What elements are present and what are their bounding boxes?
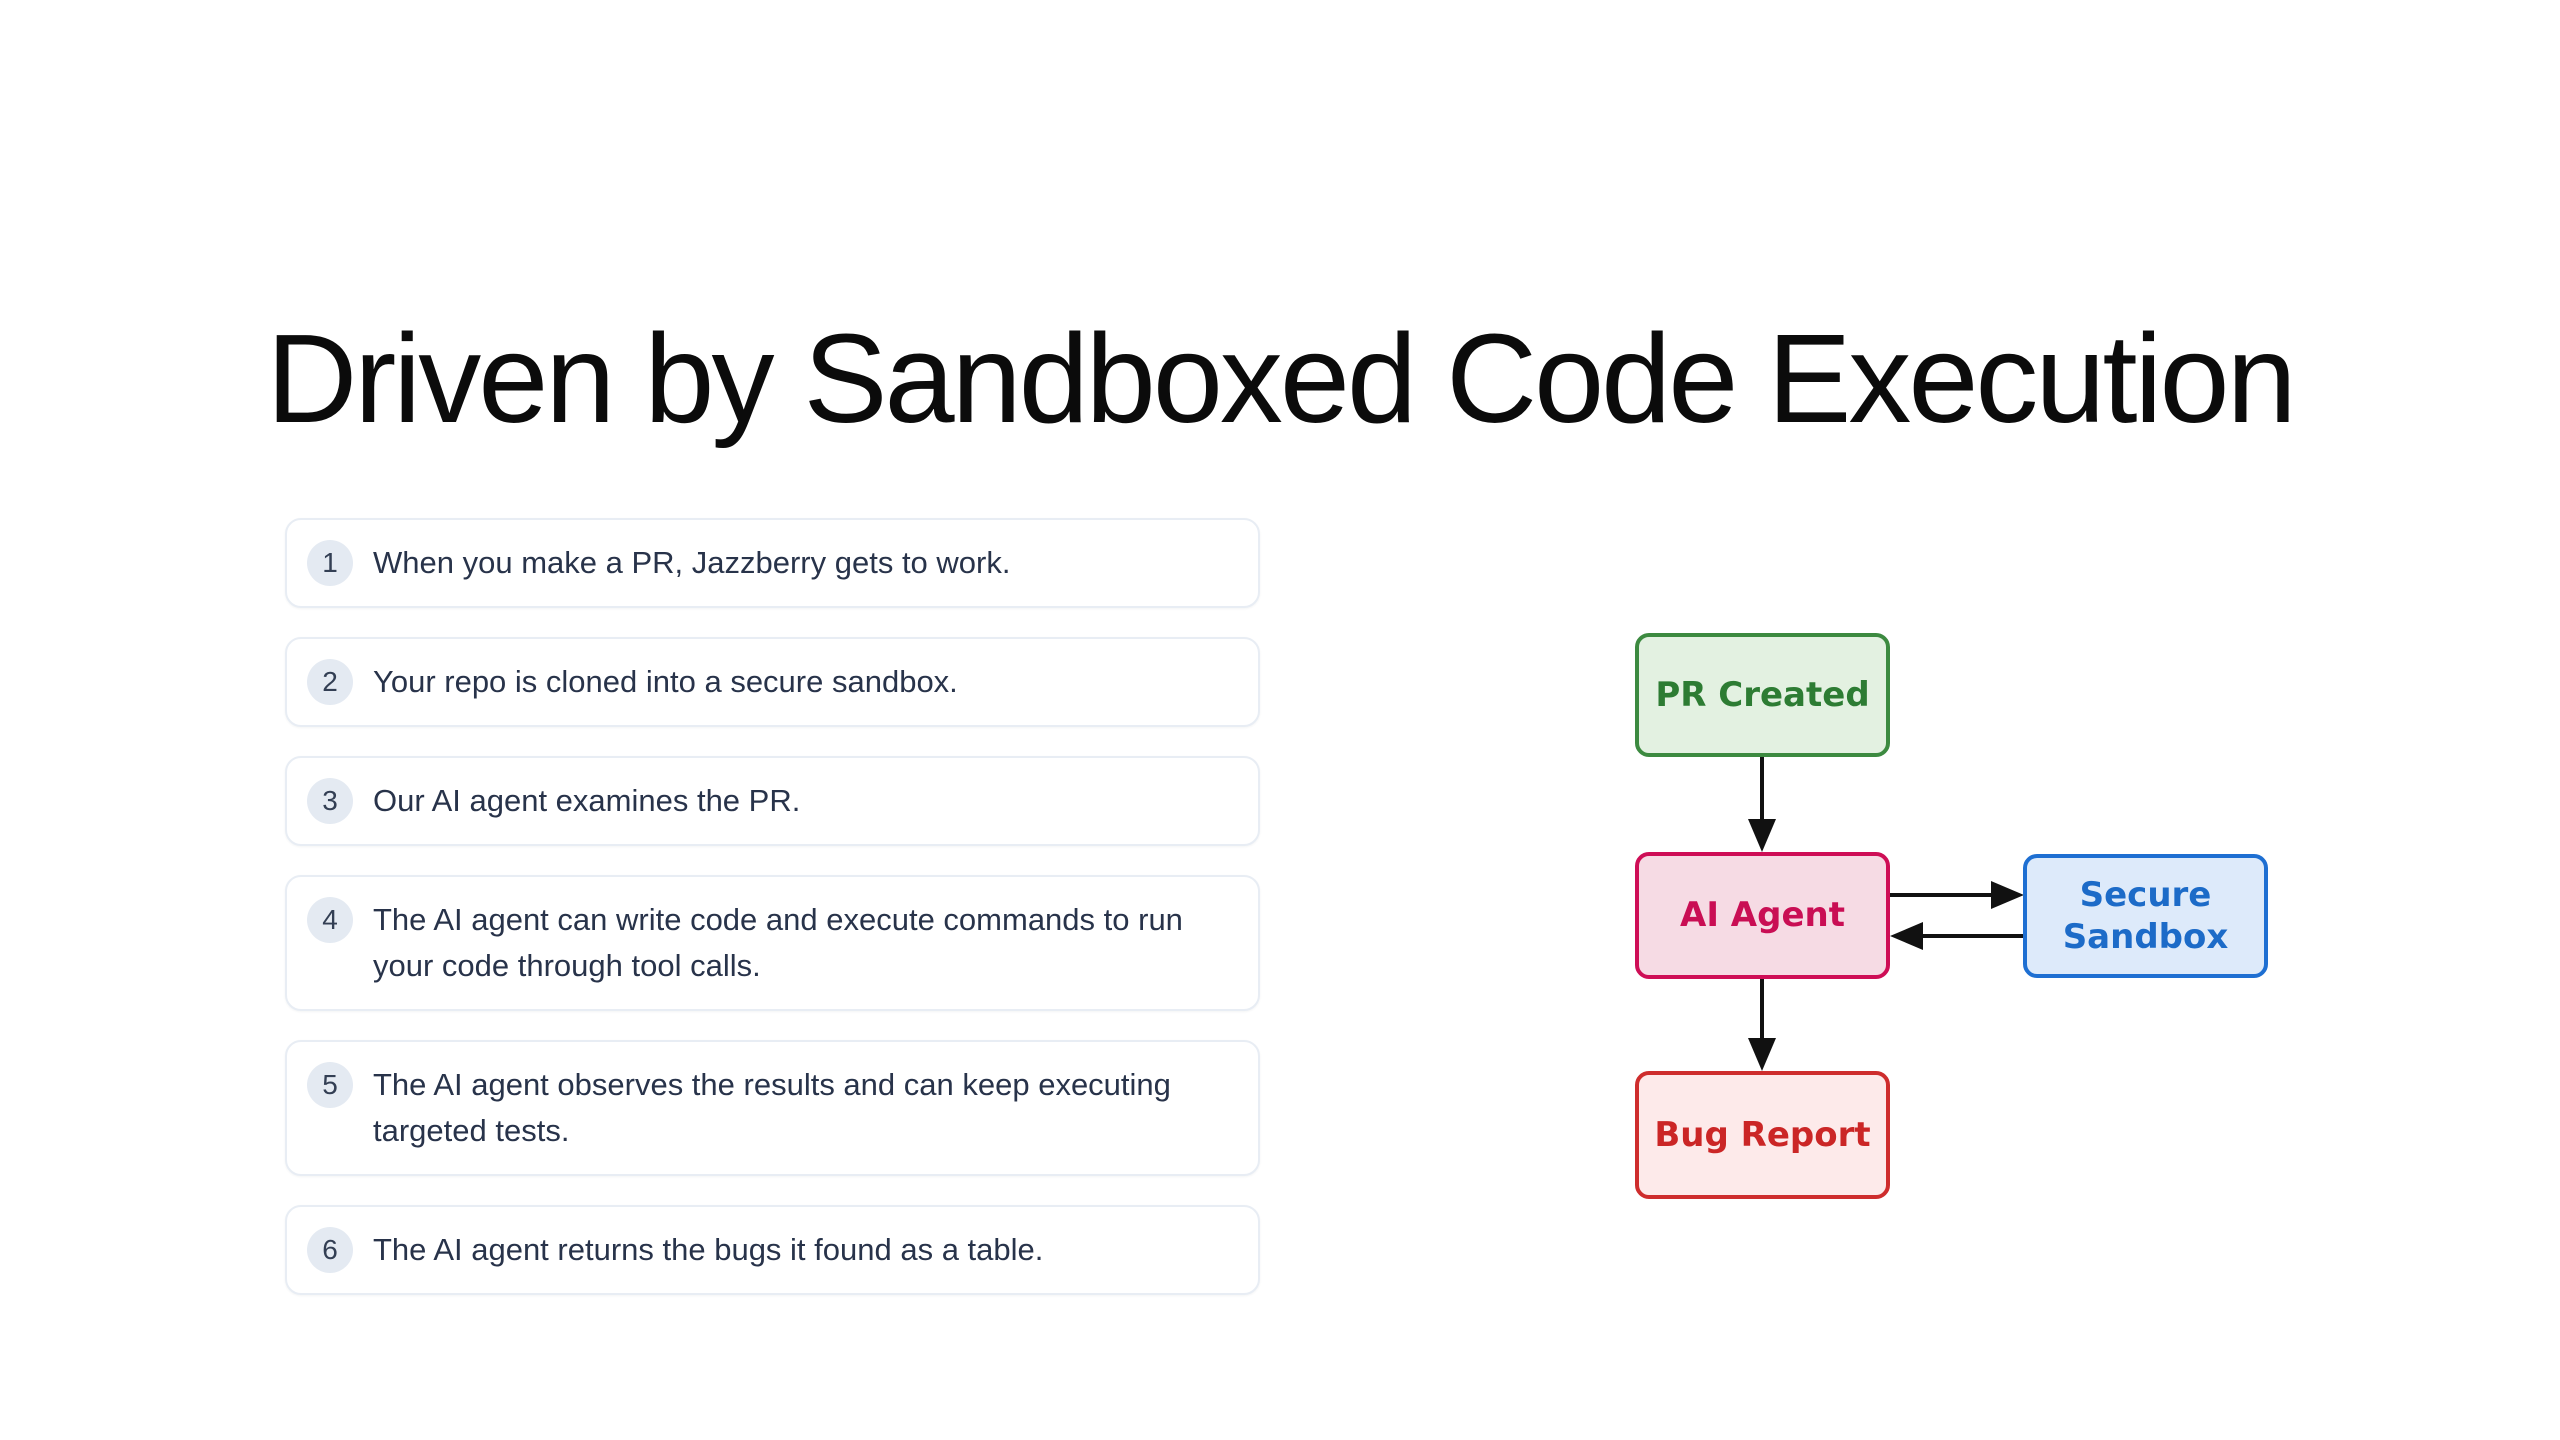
node-label: PR Created (1655, 674, 1870, 715)
node-label: Secure Sandbox (2062, 874, 2229, 958)
step-card-6: 6 The AI agent returns the bugs it found… (285, 1205, 1260, 1295)
steps-list: 1 When you make a PR, Jazzberry gets to … (285, 518, 1260, 1324)
step-card-2: 2 Your repo is cloned into a secure sand… (285, 637, 1260, 727)
node-bug-report: Bug Report (1635, 1071, 1890, 1199)
page-title: Driven by Sandboxed Code Execution (266, 308, 2296, 450)
step-card-1: 1 When you make a PR, Jazzberry gets to … (285, 518, 1260, 608)
node-secure-sandbox: Secure Sandbox (2023, 854, 2268, 978)
step-text: The AI agent observes the results and ca… (373, 1067, 1171, 1148)
step-card-5: 5 The AI agent observes the results and … (285, 1040, 1260, 1176)
step-number-badge: 4 (307, 897, 353, 943)
arrowhead-agent-to-report (1748, 1038, 1776, 1071)
step-number-badge: 5 (307, 1062, 353, 1108)
node-ai-agent: AI Agent (1635, 852, 1890, 979)
step-number-badge: 3 (307, 778, 353, 824)
step-card-4: 4 The AI agent can write code and execut… (285, 875, 1260, 1011)
arrowhead-agent-to-sandbox (1991, 881, 2024, 909)
step-number-badge: 6 (307, 1227, 353, 1273)
step-text: The AI agent returns the bugs it found a… (373, 1232, 1044, 1267)
node-label: AI Agent (1680, 895, 1845, 936)
step-text: Our AI agent examines the PR. (373, 783, 801, 818)
step-text: When you make a PR, Jazzberry gets to wo… (373, 545, 1011, 580)
step-number-badge: 2 (307, 659, 353, 705)
flowchart-arrows (1748, 757, 2024, 1071)
step-text: The AI agent can write code and execute … (373, 902, 1183, 983)
arrowhead-pr-to-agent (1748, 819, 1776, 852)
node-label: Bug Report (1654, 1114, 1871, 1155)
step-card-3: 3 Our AI agent examines the PR. (285, 756, 1260, 846)
node-pr-created: PR Created (1635, 633, 1890, 757)
step-text: Your repo is cloned into a secure sandbo… (373, 664, 958, 699)
flowchart: PR Created AI Agent Secure Sandbox Bug R… (1635, 633, 2285, 1213)
arrowhead-sandbox-to-agent (1890, 922, 1923, 950)
step-number-badge: 1 (307, 540, 353, 586)
